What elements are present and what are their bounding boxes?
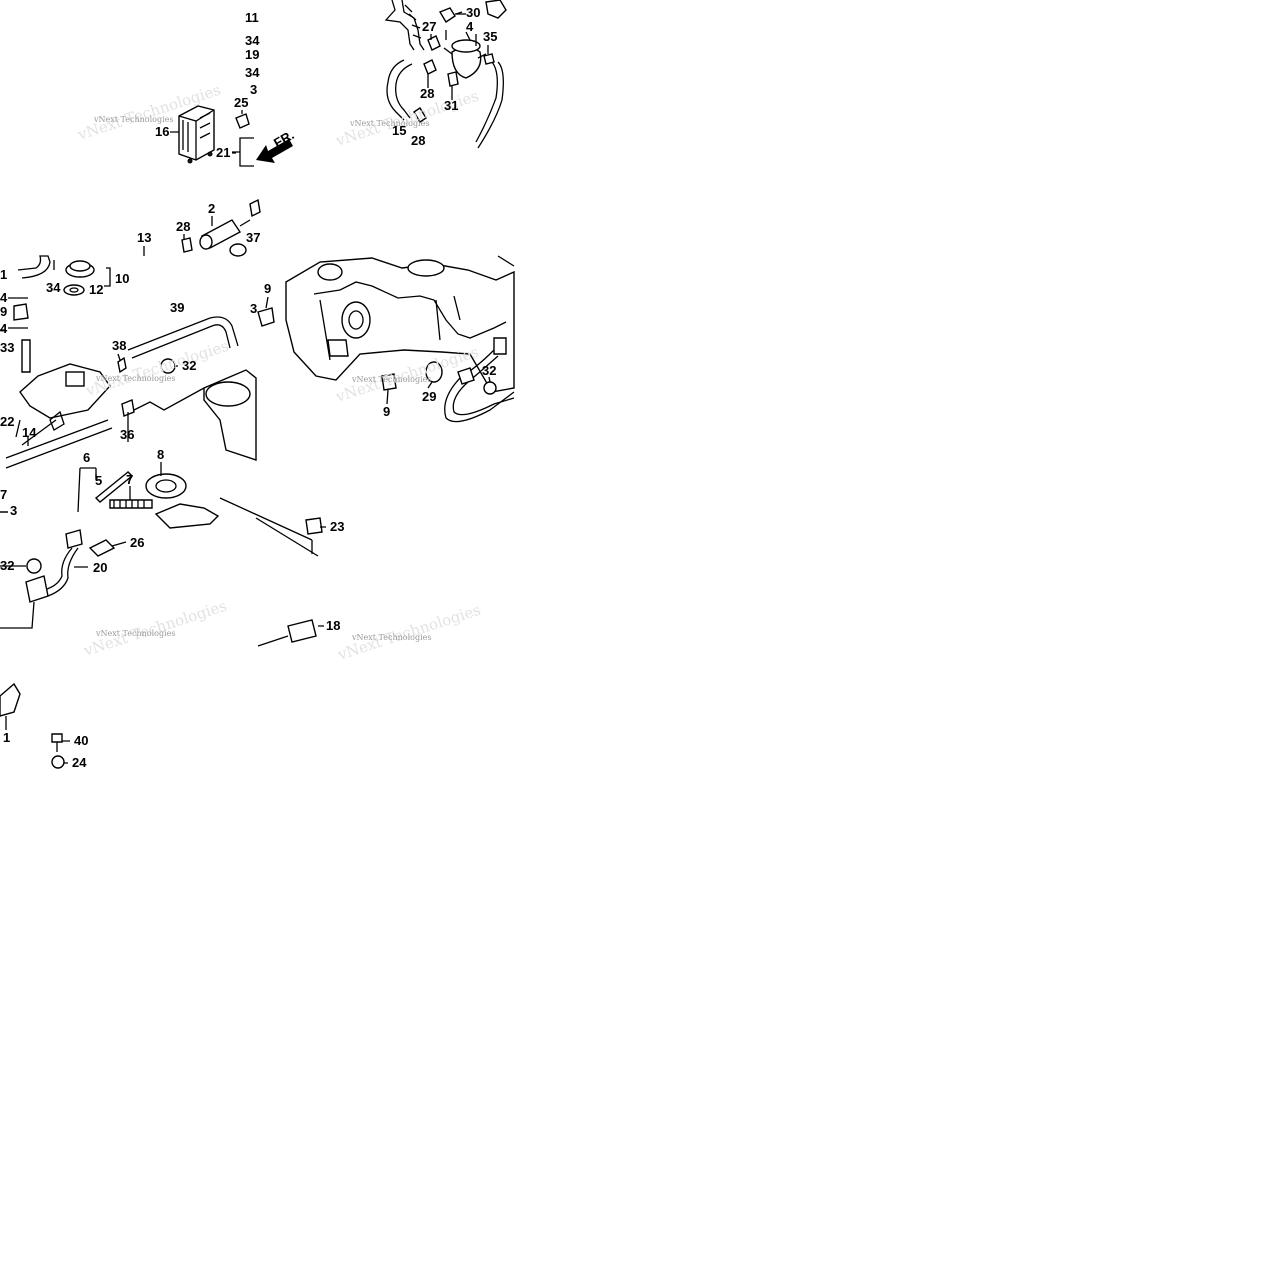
callout: 20 [93,560,107,575]
callout: 9 [383,404,390,419]
callout: 23 [330,519,344,534]
callout: 10 [115,271,129,286]
callout: 13 [137,230,151,245]
harness-group [0,497,323,769]
callout: 7 [126,472,133,487]
callout: 38 [112,338,126,353]
callout: 7 [0,487,7,502]
callout: 30 [466,5,480,20]
callout: 16 [155,124,169,139]
watermark-2: vNext Technologies [349,119,429,128]
callout: 31 [444,98,458,113]
callout: 14 [22,425,37,440]
callout: 8 [157,447,164,462]
callout: 34 [245,33,260,48]
callout: 25 [234,95,248,110]
callout: 12 [89,282,103,297]
callout: 19 [245,47,259,62]
callout: 32 [482,363,496,378]
callout: 4 [466,19,474,34]
callout: 34 [46,280,61,295]
canister-group [178,105,293,167]
vent-hose-group [384,0,507,149]
watermark-5: vNext Technologies [95,629,175,638]
watermark-1: vNext Technologies [93,115,173,124]
callout: 36 [120,427,134,442]
watermark-4: vNext Technologies [351,375,431,384]
callout: 37 [246,230,260,245]
callout: 26 [130,535,144,550]
callout: 2 [208,201,215,216]
callout: 21 [216,145,230,160]
callout: 1 [3,730,10,745]
callout: 35 [483,29,497,44]
callout: 5 [95,473,102,488]
callout: 15 [392,123,406,138]
fuel-tank-group [257,255,515,423]
watermark-group: vNext Technologies vNext Technologies vN… [75,81,483,664]
callout: 28 [420,86,434,101]
callout: 34 [245,65,260,80]
callout: 18 [326,618,340,633]
filter-pump-group [0,198,261,529]
watermark-6: vNext Technologies [351,633,431,642]
callout: 39 [170,300,184,315]
callout: 3 [10,503,17,518]
leader-lines [0,11,491,764]
callout: 3 [250,82,257,97]
callout: 6 [83,450,90,465]
callout: 1 [0,267,7,282]
callout: 4 [0,290,8,305]
callout: 11 [245,10,259,25]
callout: 24 [72,755,87,770]
callout: 28 [176,219,190,234]
watermark-3: vNext Technologies [95,374,175,383]
callout: 32 [182,358,196,373]
callout: 3 [250,301,257,316]
callout: 22 [0,414,14,429]
callout: 33 [0,340,14,355]
callout: 28 [411,133,425,148]
callout: 27 [422,19,436,34]
callout: 4 [0,321,8,336]
callout: 9 [264,281,271,296]
front-direction-label: FR. [271,127,297,150]
callout: 29 [422,389,436,404]
callout: 40 [74,733,88,748]
callout: 9 [0,304,7,319]
